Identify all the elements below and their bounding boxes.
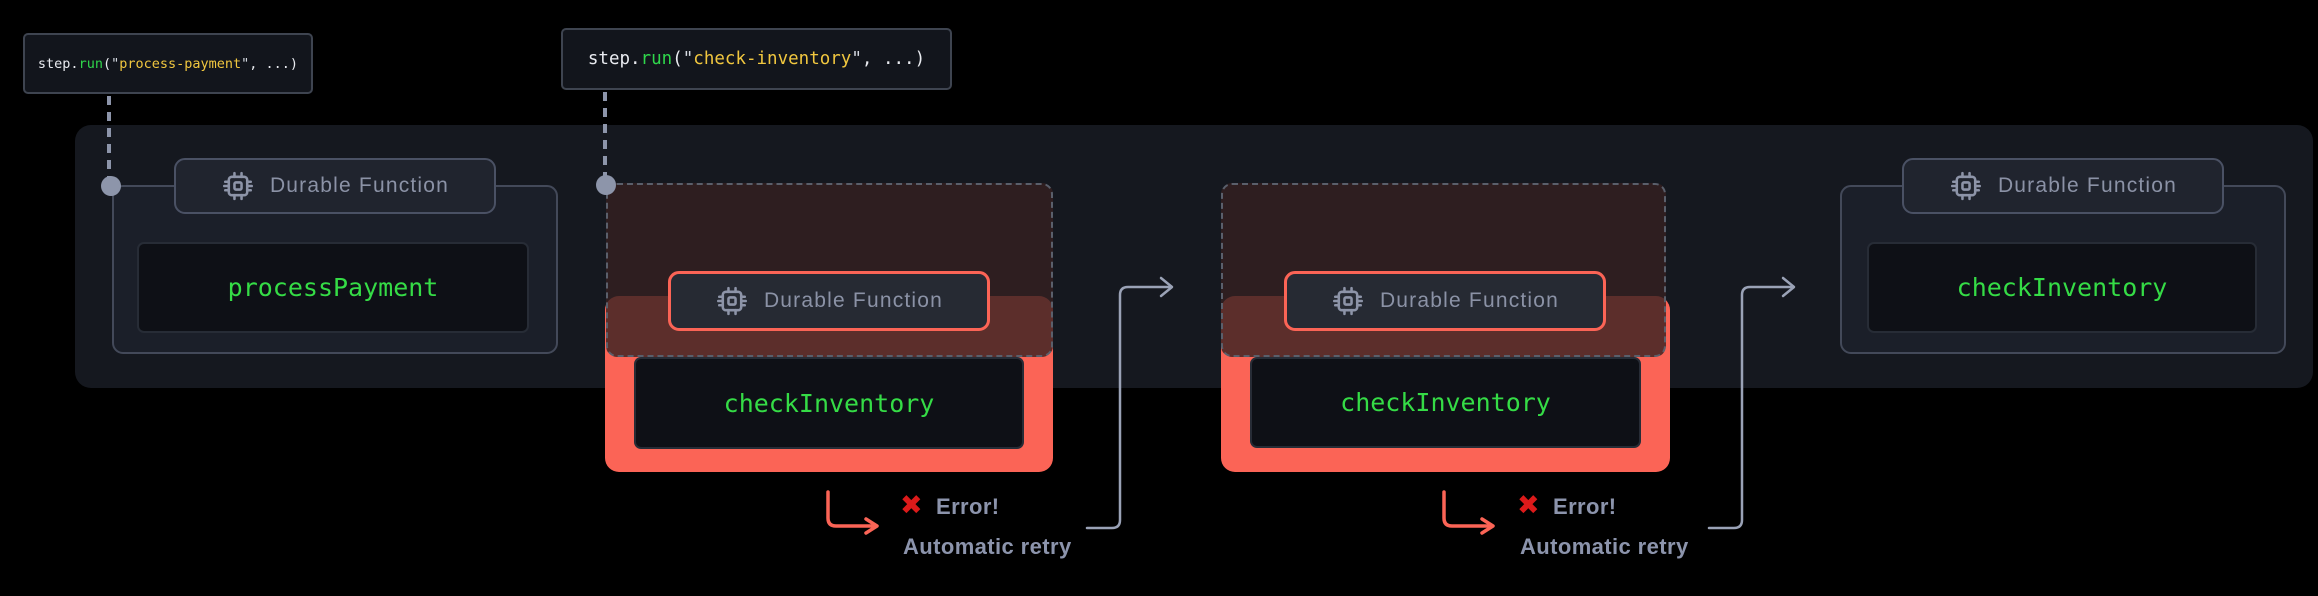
cross-mark-icon: ✖	[1517, 490, 1540, 521]
error-label: Error!	[1553, 494, 1617, 519]
code-label-process-payment: step.run("process-payment", ...)	[23, 33, 313, 94]
code-token-quote: "	[111, 55, 120, 72]
code-token-open-paren: (	[672, 49, 683, 69]
cpu-chip-icon	[1950, 171, 1981, 201]
automatic-retry-label: Automatic retry	[903, 534, 1072, 559]
function-box-process-payment: processPayment	[137, 242, 529, 333]
durable-function-badge-2: Durable Function	[668, 271, 990, 331]
code-token-quote: "	[682, 49, 694, 69]
function-box-check-inventory-attempt-2: checkInventory	[1250, 357, 1641, 448]
code-token-dot: .	[630, 49, 641, 69]
code-token-open-paren: (	[102, 55, 112, 72]
code-token-quote: "	[851, 49, 862, 69]
code-token-string: check-inventory	[693, 49, 852, 69]
arrow-right-icon	[1480, 517, 1495, 535]
cpu-chip-icon	[716, 286, 747, 316]
function-box-check-inventory-attempt-1: checkInventory	[634, 357, 1024, 449]
function-name: checkInventory	[1956, 273, 2168, 302]
code-token-object: step	[37, 55, 71, 72]
cross-mark-icon: ✖	[900, 490, 923, 521]
function-name: checkInventory	[723, 388, 935, 418]
badge-label: Durable Function	[269, 174, 450, 197]
code-token-dot: .	[70, 55, 79, 72]
function-box-check-inventory: checkInventory	[1867, 242, 2257, 333]
durable-function-badge-3: Durable Function	[1284, 271, 1606, 331]
error-label: Error!	[936, 494, 1000, 519]
code-token-method: run	[640, 49, 673, 69]
error-elbow-arrow	[1442, 490, 1495, 535]
code-token-quote: "	[241, 55, 250, 72]
badge-label: Durable Function	[1379, 289, 1560, 312]
function-name: processPayment	[227, 273, 439, 302]
badge-label: Durable Function	[763, 289, 944, 312]
badge-label: Durable Function	[1997, 174, 2178, 197]
error-elbow-arrow	[826, 490, 879, 535]
automatic-retry-label: Automatic retry	[1520, 534, 1689, 559]
code-label-check-inventory: step.run("check-inventory", ...)	[561, 28, 952, 90]
code-token-object: step	[587, 49, 631, 69]
cpu-chip-icon	[222, 171, 253, 201]
function-name: checkInventory	[1340, 388, 1551, 417]
arrow-right-icon	[864, 517, 879, 535]
code-token-rest: , ...)	[249, 55, 299, 72]
durable-function-badge-1: Durable Function	[174, 158, 496, 214]
durable-function-badge-4: Durable Function	[1902, 158, 2224, 214]
cpu-chip-icon	[1332, 286, 1363, 316]
code-token-string: process-payment	[119, 55, 242, 72]
code-token-method: run	[78, 55, 103, 72]
code-token-rest: , ...)	[861, 49, 926, 69]
